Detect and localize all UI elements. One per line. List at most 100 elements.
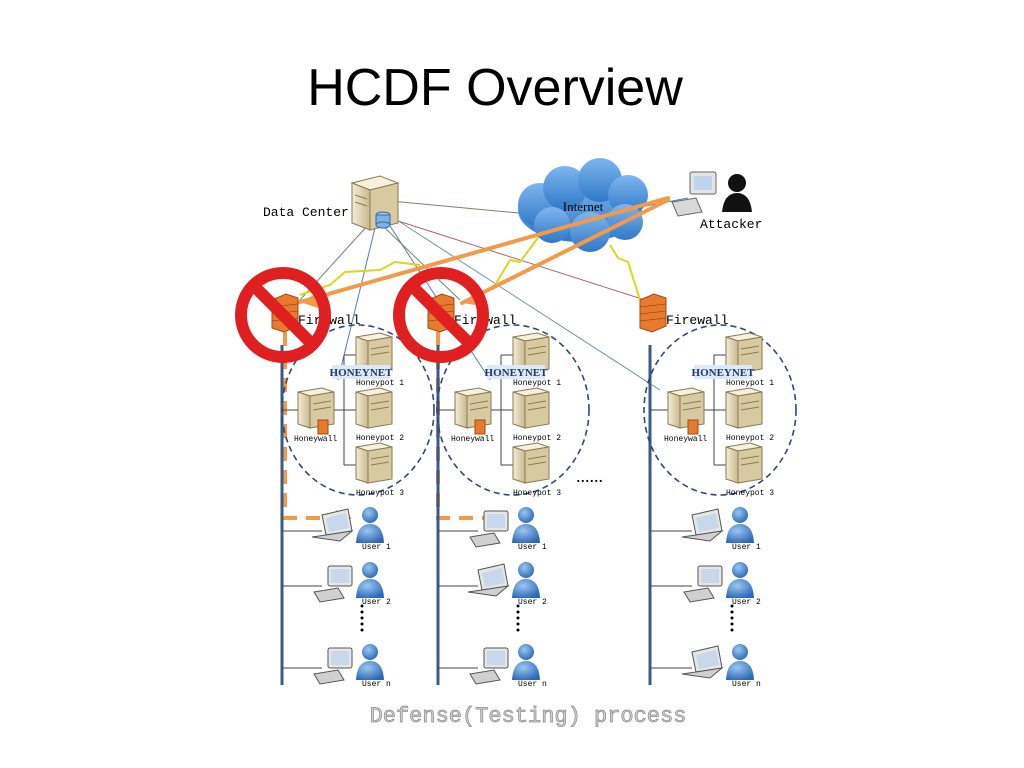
user-head-icon: [362, 644, 378, 660]
honeypot-server-icon: [725, 332, 763, 374]
honeywall-server-icon: [297, 387, 335, 429]
honeypot-server-icon: [512, 387, 550, 429]
user-workstation: [313, 562, 384, 603]
honeypot-server-icon: [355, 442, 393, 484]
honeywall-label: Honeywall: [664, 435, 707, 444]
ellipsis-dot: [730, 628, 734, 632]
honeywall-label: Honeywall: [294, 435, 337, 444]
user-label: User 1: [362, 543, 391, 552]
user-head-icon: [362, 562, 378, 578]
ellipsis-dot: [516, 628, 520, 632]
honeywall-firewall-icon: [474, 419, 486, 435]
ellipsis-dot: [360, 622, 364, 626]
honeypot-server-icon: [512, 442, 550, 484]
honeywall-firewall-icon: [317, 419, 329, 435]
user-workstation: [311, 507, 384, 543]
honeynet-label: HONEYNET: [330, 367, 394, 379]
user-body-icon: [356, 661, 384, 680]
user-label: User n: [732, 680, 761, 689]
data-center-server: [350, 175, 400, 231]
user-head-icon: [732, 644, 748, 660]
attacker-computer-icon: [671, 171, 717, 217]
user-workstation: [313, 644, 384, 685]
attacker-person-icon: [722, 174, 752, 212]
honeywall-server-icon: [454, 387, 492, 429]
user-label: User n: [362, 680, 391, 689]
honeypot-server-icon: [725, 442, 763, 484]
user-head-icon: [518, 562, 534, 578]
honeypot-label: Honeypot 3: [513, 489, 561, 498]
user-label: User 1: [518, 543, 547, 552]
user-label: User n: [518, 680, 547, 689]
honeynet-label-bg: [332, 365, 390, 379]
user-head-icon: [518, 507, 534, 523]
honeypot-server-icon: [355, 332, 393, 374]
honeywall-server-icon: [667, 387, 705, 429]
honeypot-label: Honeypot 2: [356, 434, 404, 443]
user-body-icon: [512, 579, 540, 598]
user-head-icon: [732, 507, 748, 523]
networks-ellipsis: ......: [576, 466, 603, 486]
user-body-icon: [512, 661, 540, 680]
honeypot-label: Honeypot 3: [356, 489, 404, 498]
honeypot-label: Honeypot 3: [726, 489, 774, 498]
ellipsis-dot: [730, 616, 734, 620]
diagram-caption: Defense(Testing) process: [370, 704, 687, 729]
honeypot-label: Honeypot 1: [726, 379, 774, 388]
honeypot-label: Honeypot 2: [726, 434, 774, 443]
user-label: User 2: [362, 598, 391, 607]
ellipsis-dot: [730, 610, 734, 614]
user-body-icon: [726, 661, 754, 680]
honeynet-label: HONEYNET: [485, 367, 549, 379]
ellipsis-dot: [360, 604, 364, 608]
honeypot-server-icon: [725, 387, 763, 429]
honeypot-label: Honeypot 2: [513, 434, 561, 443]
ellipsis-dot: [360, 616, 364, 620]
user-label: User 2: [518, 598, 547, 607]
user-workstation: [681, 644, 754, 680]
ellipsis-dot: [360, 610, 364, 614]
user-label: User 2: [732, 598, 761, 607]
ellipsis-dot: [730, 622, 734, 626]
ellipsis-dot: [516, 622, 520, 626]
honeynet-boundary: [643, 324, 797, 496]
honeypot-server-icon: [355, 387, 393, 429]
honeypot-label: Honeypot 1: [356, 379, 404, 388]
user-workstation: [469, 644, 540, 685]
user-head-icon: [732, 562, 748, 578]
user-label: User 1: [732, 543, 761, 552]
firewall-label: Firewall: [666, 313, 729, 328]
user-body-icon: [726, 524, 754, 543]
honeynet-label-bg: [487, 365, 545, 379]
honeywall-firewall-icon: [687, 419, 699, 435]
user-body-icon: [356, 579, 384, 598]
ellipsis-dot: [516, 616, 520, 620]
slide-title: HCDF Overview: [307, 59, 683, 117]
attacker-label: Attacker: [700, 217, 762, 232]
ellipsis-dot: [516, 610, 520, 614]
user-head-icon: [362, 507, 378, 523]
user-body-icon: [356, 524, 384, 543]
user-workstation: [683, 562, 754, 603]
user-body-icon: [726, 579, 754, 598]
user-workstation: [467, 562, 540, 598]
user-workstation: [469, 507, 540, 548]
ellipsis-dot: [360, 628, 364, 632]
user-workstation: [681, 507, 754, 543]
honeypot-server-icon: [512, 332, 550, 374]
blocked-icon-network-1: [235, 267, 331, 363]
ellipsis-dot: [516, 604, 520, 608]
ellipsis-dot: [730, 604, 734, 608]
internet-label: Internet: [563, 199, 604, 214]
honeypot-label: Honeypot 1: [513, 379, 561, 388]
firewall-icon: [639, 293, 667, 333]
honeywall-label: Honeywall: [451, 435, 494, 444]
user-head-icon: [518, 644, 534, 660]
blocked-icon-network-2: [393, 267, 489, 363]
data-center-label: Data Center: [263, 205, 349, 220]
honeynet-label-bg: [694, 365, 752, 379]
user-body-icon: [512, 524, 540, 543]
